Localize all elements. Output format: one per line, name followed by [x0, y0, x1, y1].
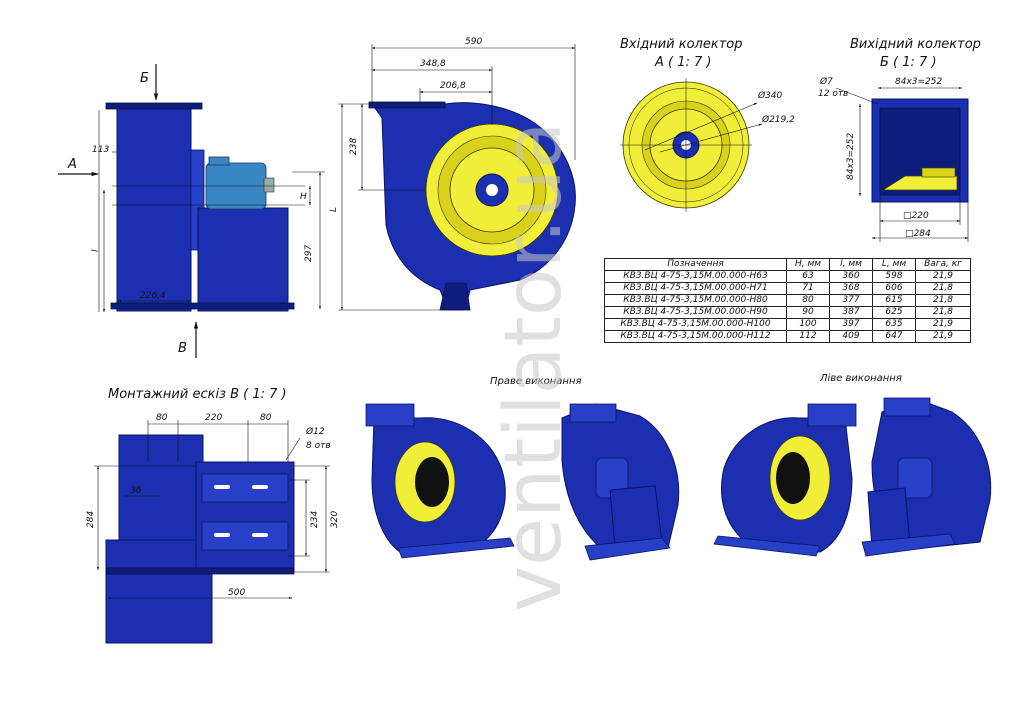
- col-header: Вага, кг: [915, 258, 971, 271]
- table-cell: КВЗ.ВЦ 4-75-3,15М.00.000-Н112: [604, 330, 787, 343]
- dim-348: 348,8: [420, 59, 446, 69]
- table-cell: 21,8: [915, 294, 971, 307]
- table-cell: 71: [786, 282, 830, 295]
- side-stand: [197, 207, 289, 312]
- table-cell: 606: [872, 282, 916, 295]
- table-cell: 21,9: [915, 270, 971, 283]
- mount-holes-1: Ø12: [305, 426, 325, 437]
- table-cell: 647: [872, 330, 916, 343]
- table-cell: 63: [786, 270, 830, 283]
- outlet-dim-top: 84х3=252: [895, 77, 942, 87]
- table-cell: КВЗ.ВЦ 4-75-3,15М.00.000-Н80: [604, 294, 787, 307]
- table-cell: 21,9: [915, 330, 971, 343]
- watermark: ventilator.ua: [489, 121, 579, 612]
- side-housing: [116, 103, 192, 312]
- side-view: 113 H 297 l 226,4 А Б В: [58, 64, 325, 358]
- inlet-collector-view: Вхідний колектор А ( 1: 7 ) Ø340 Ø219,2: [620, 37, 795, 212]
- outlet-title-1: Вихідний колектор: [850, 37, 981, 52]
- outlet-holes-1: Ø7: [819, 76, 833, 87]
- dim-113: 113: [92, 145, 109, 155]
- dim-L: L: [329, 207, 339, 212]
- col-header: Позначення: [604, 258, 787, 271]
- spec-table: Позначення H, мм l, мм L, мм Вага, кг КВ…: [604, 258, 971, 343]
- mount-dim-320: 320: [330, 511, 340, 528]
- mount-holes-2: 8 отв: [306, 441, 331, 451]
- table-cell: 112: [786, 330, 830, 343]
- outlet-holes-2: 12 отв: [818, 89, 848, 99]
- right-execution-renders: Праве виконання: [365, 376, 680, 561]
- dim-206: 206,8: [440, 81, 466, 91]
- arrow-a-label: А: [67, 157, 77, 172]
- mount-dim-500: 500: [228, 588, 245, 598]
- inlet-title-2: А ( 1: 7 ): [654, 55, 712, 70]
- table-cell: 100: [786, 318, 830, 331]
- mount-dim-234: 234: [310, 511, 320, 528]
- col-header: l, мм: [829, 258, 873, 271]
- table-cell: 615: [872, 294, 916, 307]
- mounting-sketch: Монтажний ескіз В ( 1: 7 ) 80 220 80 Ø12…: [86, 387, 340, 644]
- table-cell: 598: [872, 270, 916, 283]
- mount-title: Монтажний ескіз В ( 1: 7 ): [108, 387, 287, 402]
- dim-inlet-219: Ø219,2: [761, 114, 795, 125]
- table-cell: 397: [829, 318, 873, 331]
- mount-dim-36: 36: [130, 486, 142, 496]
- right-exec-label: Праве виконання: [490, 376, 582, 387]
- dim-226: 226,4: [140, 291, 166, 301]
- table-cell: КВЗ.ВЦ 4-75-3,15М.00.000-Н63: [604, 270, 787, 283]
- table-cell: 409: [829, 330, 873, 343]
- left-exec-label: Ліве виконання: [819, 372, 902, 384]
- table-cell: 368: [829, 282, 873, 295]
- table-cell: 360: [829, 270, 873, 283]
- outlet-dim-284: □284: [905, 229, 931, 239]
- table-cell: КВЗ.ВЦ 4-75-3,15М.00.000-Н100: [604, 318, 787, 331]
- mount-dim-284: 284: [86, 511, 96, 528]
- left-execution-renders: Ліве виконання: [713, 372, 992, 557]
- table-cell: КВЗ.ВЦ 4-75-3,15М.00.000-Н71: [604, 282, 787, 295]
- dim-238: 238: [349, 138, 359, 155]
- front-view: 590 348,8 206,8 238 L: [329, 37, 576, 311]
- table-cell: 90: [786, 306, 830, 319]
- outlet-dim-220: □220: [903, 211, 929, 221]
- dim-l: l: [91, 249, 101, 252]
- dim-H: H: [300, 192, 307, 202]
- mount-dim-220: 220: [205, 413, 222, 423]
- mount-dim-80a: 80: [156, 413, 168, 423]
- table-cell: 635: [872, 318, 916, 331]
- table-cell: 625: [872, 306, 916, 319]
- arrow-v-label: В: [178, 341, 187, 356]
- table-cell: 387: [829, 306, 873, 319]
- table-cell: 21,8: [915, 282, 971, 295]
- col-header: H, мм: [786, 258, 830, 271]
- dim-590: 590: [465, 37, 482, 47]
- table-cell: 21,9: [915, 318, 971, 331]
- dim-297: 297: [304, 245, 314, 262]
- arrow-b-label: Б: [140, 71, 149, 86]
- outlet-title-2: Б ( 1: 7 ): [880, 55, 937, 70]
- col-header: L, мм: [872, 258, 916, 271]
- spec-table-header: Позначення H, мм l, мм L, мм Вага, кг: [604, 258, 971, 271]
- outlet-dim-left: 84х3=252: [846, 133, 856, 180]
- table-cell: 80: [786, 294, 830, 307]
- table-cell: 21,8: [915, 306, 971, 319]
- table-cell: КВЗ.ВЦ 4-75-3,15М.00.000-Н90: [604, 306, 787, 319]
- dim-inlet-340: Ø340: [757, 90, 783, 101]
- mount-dim-80b: 80: [260, 413, 272, 423]
- inlet-title-1: Вхідний колектор: [620, 37, 742, 52]
- table-cell: 377: [829, 294, 873, 307]
- outlet-collector-view: Вихідний колектор Б ( 1: 7 ) Ø7 12 отв 8…: [818, 37, 981, 242]
